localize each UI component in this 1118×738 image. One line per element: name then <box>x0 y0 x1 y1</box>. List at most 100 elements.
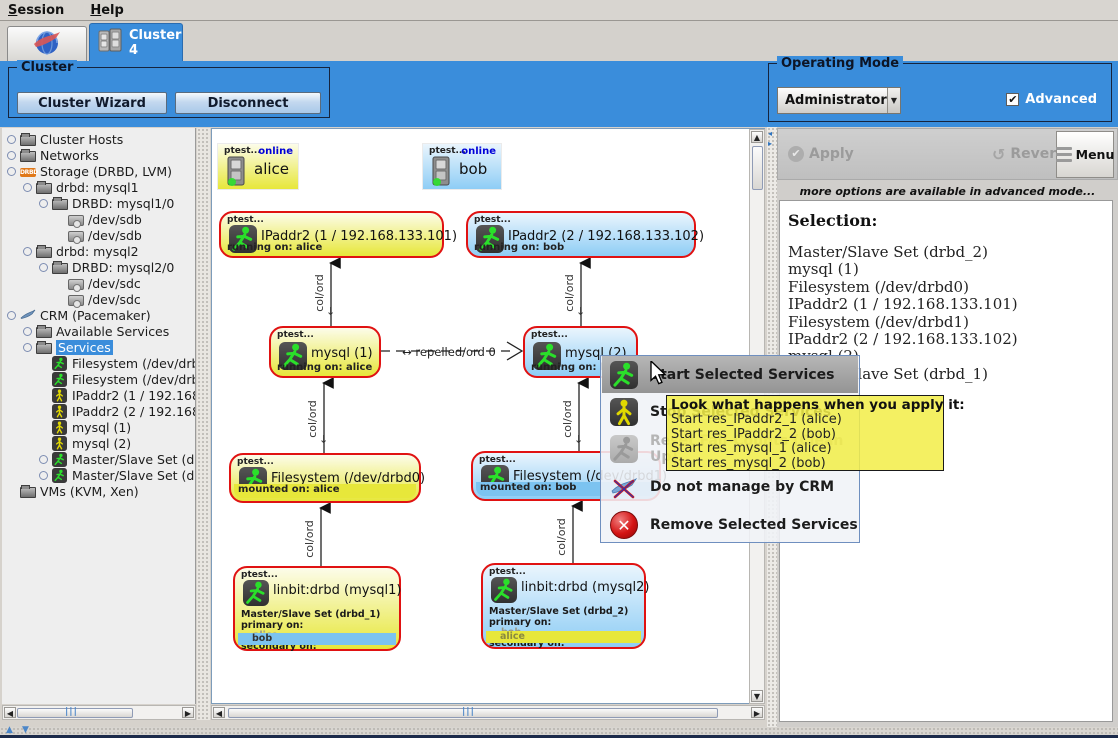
collapse-down-icon[interactable]: ▼ <box>22 725 29 735</box>
ptest-badge: ptest... <box>429 146 466 156</box>
tree-item-dev-sdc[interactable]: /dev/sdc <box>2 291 195 308</box>
expand-up-icon[interactable]: ▲ <box>6 725 13 735</box>
advanced-checkbox[interactable]: ✔ <box>1006 93 1020 106</box>
scroll-left-icon[interactable]: ◀ <box>4 707 16 718</box>
tree-item-drbd-mysql2[interactable]: drbd: mysql2 <box>2 243 195 259</box>
folder-icon <box>36 180 52 194</box>
tree-item-filesystem-dev-drbd1[interactable]: Filesystem (/dev/drbd1) <box>2 371 195 387</box>
tree-item-ipaddr2-2-192-168-133-102[interactable]: IPaddr2 (2 / 192.168.133.102) <box>2 403 195 419</box>
menu-item-remove-selected-services[interactable]: ✕ Remove Selected Services <box>602 506 858 543</box>
scroll-right-icon[interactable]: ▶ <box>751 707 763 718</box>
tree-toggle-icon[interactable] <box>7 134 16 144</box>
svg-text:↓: ↓ <box>574 433 583 446</box>
svg-text:↓: ↓ <box>326 305 335 318</box>
menu-item-start-selected-services[interactable]: Start Selected Services <box>602 356 858 393</box>
tree-item-vms-kvm-xen[interactable]: VMs (KVM, Xen) <box>2 483 195 499</box>
tree-toggle-icon[interactable] <box>39 470 48 480</box>
disconnect-button[interactable]: Disconnect <box>175 92 321 114</box>
service-node-ipaddr2-2[interactable]: ptest... IPaddr2 (2 / 192.168.133.102) r… <box>466 211 704 258</box>
tree-item-drbd-mysql1[interactable]: drbd: mysql1 <box>2 179 195 195</box>
runner-green-icon <box>229 225 257 253</box>
tree-horizontal-scrollbar[interactable]: ◀ ▶ ||| <box>2 705 196 720</box>
tree-item-mysql-2[interactable]: mysql (2) <box>2 435 195 451</box>
scroll-up-icon[interactable]: ▲ <box>751 131 763 143</box>
service-node-linbit-drbd-mysql1[interactable]: ptest... linbit:drbd (mysql1) Master/Sla… <box>233 566 401 651</box>
service-node-linbit-drbd-mysql2[interactable]: ptest... linbit:drbd (mysql2) Master/Sla… <box>481 563 650 649</box>
man-yellow-icon <box>52 420 68 435</box>
tree-item-dev-sdb[interactable]: /dev/sdb <box>2 227 195 244</box>
tree-toggle-icon[interactable] <box>39 262 48 272</box>
canvas-horizontal-scrollbar[interactable]: ◀ ▶ ||| <box>211 705 765 720</box>
tab-home[interactable] <box>7 26 87 61</box>
revert-button[interactable]: ↺ Revert <box>992 144 1063 164</box>
service-title: linbit:drbd (mysql1) <box>273 583 402 598</box>
selection-item: Filesystem (/dev/drbd1) <box>788 312 969 331</box>
tree-toggle-icon[interactable] <box>23 246 32 256</box>
tree-item-master-slave-set-drbd-2[interactable]: Master/Slave Set (drbd_2) <box>2 467 195 483</box>
scroll-right-icon[interactable]: ▶ <box>182 707 194 718</box>
folder-icon <box>36 324 52 338</box>
menu-item-do-not-manage-by-crm[interactable]: Do not manage by CRM <box>602 468 858 505</box>
apply-button[interactable]: ✔ Apply <box>780 131 862 177</box>
service-node-mysql-1[interactable]: ptest... mysql (1) running on: alice <box>269 326 381 378</box>
tree-item-ipaddr2-1-192-168-133-101[interactable]: IPaddr2 (1 / 192.168.133.101) <box>2 387 195 403</box>
svg-text:col/ord: col/ord <box>555 518 568 556</box>
host-node-bob[interactable]: ptest... online bob <box>423 144 501 189</box>
host-status: online <box>461 146 496 157</box>
svg-text:col/ord: col/ord <box>313 274 326 312</box>
service-title: linbit:drbd (mysql2) <box>521 580 650 595</box>
cluster-wizard-button[interactable]: Cluster Wizard <box>17 92 167 114</box>
menu-help[interactable]: Help <box>90 2 124 18</box>
menu-button[interactable]: Menu <box>1055 131 1114 178</box>
runner-green-icon <box>243 580 269 606</box>
menu-session[interactable]: Session <box>8 2 65 18</box>
tree-toggle-icon[interactable] <box>39 454 48 464</box>
folder-icon <box>20 484 36 498</box>
tree-item-services[interactable]: Services <box>2 339 195 355</box>
tree-canvas-splitter[interactable] <box>197 128 210 720</box>
folder-icon <box>36 340 52 354</box>
disk-icon <box>68 214 84 228</box>
tree-item-crm-pacemaker[interactable]: CRM (Pacemaker) <box>2 307 195 323</box>
host-node-alice[interactable]: ptest... online alice <box>218 144 298 189</box>
crm-crossed-icon <box>610 473 638 501</box>
tree-item-cluster-hosts[interactable]: Cluster Hosts <box>2 131 195 147</box>
tree-item-networks[interactable]: Networks <box>2 147 195 163</box>
tree-item-master-slave-set-drbd-1[interactable]: Master/Slave Set (drbd_1) <box>2 451 195 467</box>
tree-item-available-services[interactable]: Available Services <box>2 323 195 339</box>
man-yellow-icon <box>52 404 68 419</box>
service-title: IPaddr2 (2 / 192.168.133.102) <box>508 229 705 244</box>
header-band: Cluster Cluster Wizard Disconnect Operat… <box>0 56 1118 127</box>
tree-item-filesystem-dev-drbd0[interactable]: Filesystem (/dev/drbd0) <box>2 355 195 371</box>
tree-toggle-icon[interactable] <box>23 326 32 336</box>
operating-mode-select[interactable]: Administrator ▼ <box>777 87 901 114</box>
tree-toggle-icon[interactable] <box>7 166 16 176</box>
service-node-ipaddr2-1[interactable]: ptest... IPaddr2 (1 / 192.168.133.101) r… <box>219 211 457 258</box>
splitter-collapse-right-icon[interactable]: ▸ <box>768 139 773 148</box>
runner-green-icon <box>279 342 307 370</box>
apply-preview-tooltip: Look what happens when you apply it: Sta… <box>666 395 965 471</box>
selection-list: Master/Slave Set (drbd_2)mysql (1)Filesy… <box>788 243 1112 383</box>
splitter-collapse-left-icon[interactable]: ◂ <box>768 129 773 138</box>
runner-green-icon <box>52 452 68 467</box>
tree-item-drbd-mysql2-0[interactable]: DRBD: mysql2/0 <box>2 259 195 275</box>
tree-toggle-icon[interactable] <box>23 342 32 352</box>
tree-toggle-icon[interactable] <box>39 198 48 208</box>
tree-item-drbd-mysql1-0[interactable]: DRBD: mysql1/0 <box>2 195 195 211</box>
servers-icon <box>96 28 124 58</box>
tree-item-dev-sdc[interactable]: /dev/sdc <box>2 275 195 292</box>
chevron-down-icon[interactable]: ▼ <box>886 88 900 113</box>
ptest-badge: ptest... <box>277 330 314 340</box>
tree-toggle-icon[interactable] <box>23 182 32 192</box>
tab-cluster-4[interactable]: Cluster 4 <box>89 23 183 61</box>
scroll-left-icon[interactable]: ◀ <box>213 707 225 718</box>
tree-item-dev-sdb[interactable]: /dev/sdb <box>2 211 195 228</box>
man-yellow-icon <box>52 436 68 451</box>
tree-toggle-icon[interactable] <box>7 310 16 320</box>
tree-toggle-icon[interactable] <box>7 150 16 160</box>
scroll-down-icon[interactable]: ▼ <box>751 690 763 702</box>
service-node-filesystem-drbd0[interactable]: ptest... Filesystem (/dev/drbd0) mounted… <box>229 453 425 503</box>
tree-item-mysql-1[interactable]: mysql (1) <box>2 419 195 435</box>
